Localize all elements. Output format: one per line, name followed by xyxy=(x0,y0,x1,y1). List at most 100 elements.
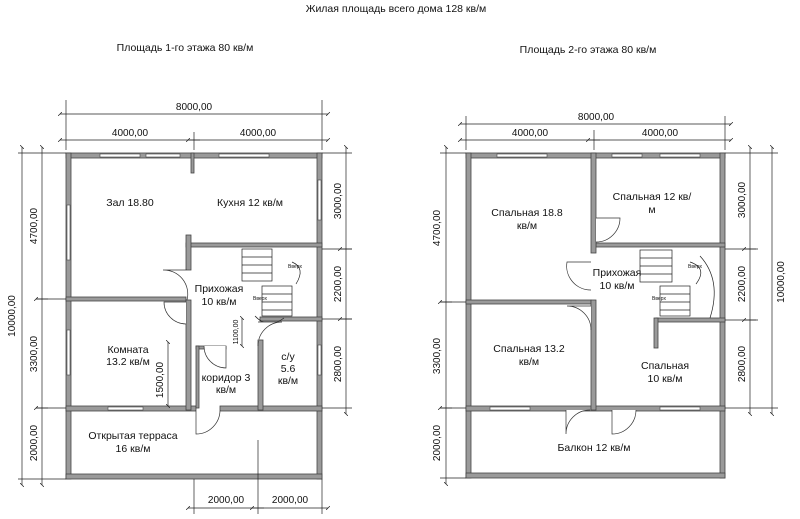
floor2-wall-vert-a xyxy=(590,152,597,254)
floor1-window-6 xyxy=(317,179,322,221)
floor1-room-room-line2: 13.2 кв/м xyxy=(106,356,150,368)
floor1-wall-hall-entry-b xyxy=(185,299,192,411)
floor1-window-2 xyxy=(145,153,181,158)
floor2-room-balcony: Балкон 12 кв/м xyxy=(557,442,630,454)
floor1-wall-wc-left xyxy=(257,339,264,411)
floor1-stairs xyxy=(241,248,301,324)
floor1-window-8 xyxy=(107,406,144,411)
floor2-dimensions xyxy=(440,116,778,484)
house-total-area-title: Жилая площадь всего дома 128 кв/м xyxy=(306,3,486,15)
floor1-dim-right-top: 3000,00 xyxy=(333,182,344,219)
floor2-room-bed4-line2: 10 кв/м xyxy=(648,373,683,385)
floor1-room-wc-line3: кв/м xyxy=(278,375,298,387)
floor2-door-bed1 xyxy=(566,261,592,291)
floor1-wall-hall-kitchen xyxy=(190,152,195,174)
floor2-wall-bed4-left xyxy=(653,317,659,349)
floor1-room-entry-line1: Прихожая xyxy=(195,283,244,295)
floor2-room-bed3-line1: Спальная 13.2 xyxy=(493,343,565,355)
floor2-door-balcony-left xyxy=(565,409,591,435)
floor2-wall-right xyxy=(719,152,726,479)
floor2-room-bed2-line1: Спальная 12 кв/ xyxy=(613,191,692,203)
floor1-dim-inner-1500: 1500,00 xyxy=(155,361,166,398)
floor1-door-corridor xyxy=(203,345,227,369)
floor2-wall-bed1-bed3 xyxy=(465,299,592,305)
floor2-plan: Вверх Вверх Спальная 18.8 кв/м Спальная … xyxy=(432,112,787,484)
floor1-door-entrance xyxy=(195,409,221,435)
floor1-dim-right-low: 2800,00 xyxy=(333,345,344,382)
floor2-window-2 xyxy=(611,153,643,158)
floor2-dim-top-total: 8000,00 xyxy=(578,112,615,123)
floor2-wall-vert-b xyxy=(590,299,597,411)
floor2-window-4 xyxy=(489,406,531,411)
floor2-dim-right-low: 2800,00 xyxy=(737,345,748,382)
floor1-room-wc-line2: 5.6 xyxy=(281,363,296,375)
floor1-window-4 xyxy=(66,204,71,261)
floor1-wall-bottom xyxy=(65,473,323,480)
floor2-window-5 xyxy=(659,406,701,411)
floor1-door-hall xyxy=(162,269,189,301)
floor1-stair-up-label-b: Вверх xyxy=(253,296,267,302)
floor2-room-bed4-line1: Спальная xyxy=(641,360,689,372)
floor2-door-balcony-right xyxy=(611,409,637,435)
floor1-room-wc-line1: с/у xyxy=(281,351,295,363)
floor1-door-wc xyxy=(257,321,283,347)
floor1-window-7 xyxy=(317,344,322,376)
floor2-window-1 xyxy=(496,153,548,158)
floor1-dim-left-mid: 3300,00 xyxy=(29,335,40,372)
floor2-wall-bottom xyxy=(465,472,726,479)
floor1-dim-inner-1100: 1100,00 xyxy=(233,320,240,345)
floor1-wall-hall-entry-a xyxy=(185,234,192,271)
floor1-room-room-line1: Комната xyxy=(107,344,148,356)
floor1-dim-top-left: 4000,00 xyxy=(112,128,149,139)
floor1-plan: Вверх Вверх Зал 18.80 Кухня 12 кв/м Прих… xyxy=(7,100,352,514)
floor1-wall-left xyxy=(65,152,72,480)
floor1-wall-hall-room xyxy=(65,296,187,302)
floor2-wall-bed2 xyxy=(595,242,726,248)
floor1-room-corridor-line2: кв/м xyxy=(216,384,236,396)
floor1-dim-top-right: 4000,00 xyxy=(240,128,277,139)
floor1-room-hall: Зал 18.80 xyxy=(106,197,154,209)
floor1-dimensions xyxy=(18,100,352,514)
floor2-room-entry-line2: 10 кв/м xyxy=(600,280,635,292)
floor1-wall-corridor-left xyxy=(195,345,200,409)
floor2-window-3 xyxy=(659,153,701,158)
floor2-door-bed2 xyxy=(595,217,621,243)
floor2-room-entry-line1: Прихожая xyxy=(593,267,642,279)
floor1-room-terrace-line1: Открытая терраса xyxy=(88,430,177,442)
floor1-room-corridor-line1: коридор 3 xyxy=(202,372,251,384)
floor1-door-room xyxy=(163,301,187,325)
floor1-wall-terrace-right xyxy=(219,405,323,412)
floor2-wall-bed4-top xyxy=(655,317,726,323)
floor2-dim-top-left: 4000,00 xyxy=(512,128,549,139)
floor2-room-bed1-line2: кв/м xyxy=(517,220,537,232)
floor1-room-terrace-line2: 16 кв/м xyxy=(116,443,151,455)
floor1-window-1 xyxy=(99,153,141,158)
floor2-dim-top-right: 4000,00 xyxy=(642,128,679,139)
floor2-stair-up-label-b: Вверх xyxy=(652,296,666,302)
floor2-dim-left-mid: 3300,00 xyxy=(432,337,443,374)
floor2-caption: Площадь 2-го этажа 80 кв/м xyxy=(520,44,657,56)
floor2-room-bed3-line2: кв/м xyxy=(519,356,539,368)
floor1-wall-kitchen xyxy=(185,242,323,248)
floor1-dim-left-upper: 4700,00 xyxy=(29,207,40,244)
floor1-dim-right-mid: 2200,00 xyxy=(333,265,344,302)
floor2-room-bed2-line2: м xyxy=(648,204,655,216)
floor1-dim-top-total: 8000,00 xyxy=(176,102,213,113)
floor1-wall-wc-top xyxy=(259,316,323,322)
floor2-dim-right-mid: 2200,00 xyxy=(737,265,748,302)
floor2-wall-left xyxy=(465,152,472,479)
floor1-stair-up-label-a: Вверх xyxy=(288,264,302,270)
floor1-dim-bottom-left: 2000,00 xyxy=(208,495,245,506)
floor2-dim-right-outer: 10000,00 xyxy=(776,261,787,303)
floor1-dim-bottom-right: 2000,00 xyxy=(272,495,309,506)
floor2-room-bed1-line1: Спальная 18.8 xyxy=(491,207,563,219)
floor1-room-kitchen: Кухня 12 кв/м xyxy=(217,197,283,209)
floor1-window-3 xyxy=(218,153,270,158)
floor1-room-entry-line2: 10 кв/м xyxy=(202,296,237,308)
floor2-dim-right-top: 3000,00 xyxy=(737,181,748,218)
floor1-dim-left-low: 2000,00 xyxy=(29,424,40,461)
floor1-caption: Площадь 1-го этажа 80 кв/м xyxy=(117,42,254,54)
floor2-dim-left-upper: 4700,00 xyxy=(432,209,443,246)
floor2-stairs xyxy=(639,249,715,319)
